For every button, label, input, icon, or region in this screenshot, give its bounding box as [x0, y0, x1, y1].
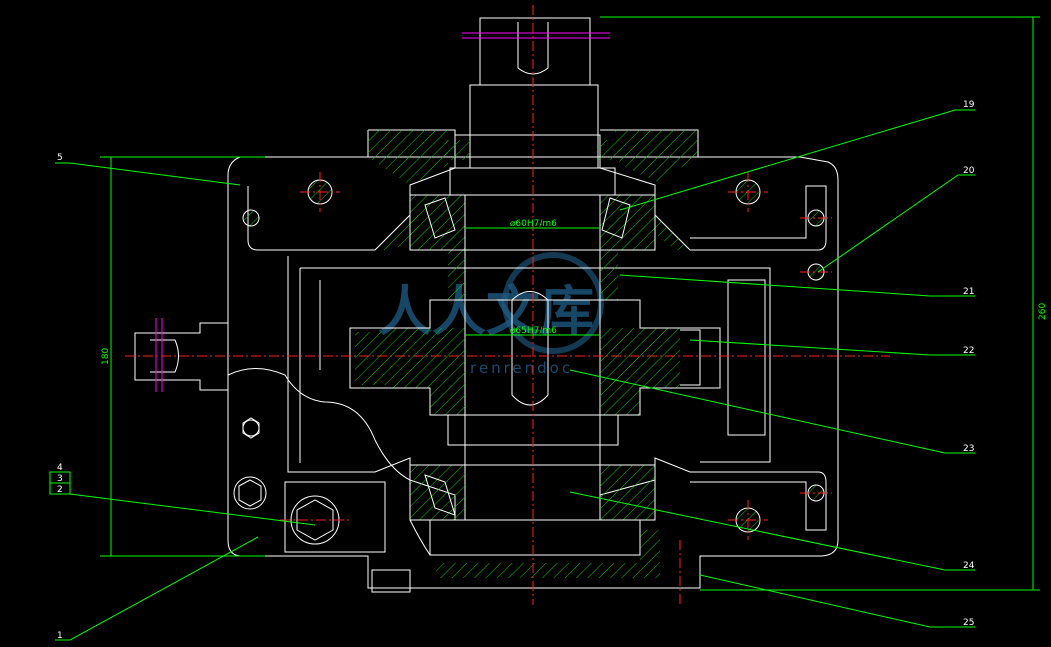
part-labels: 5 19 20 21 22 23 24 25 4 3 2 1	[57, 100, 975, 641]
dim-body-height: 180	[101, 348, 111, 365]
part-label-19: 19	[963, 100, 975, 110]
dim-overall-height: 260	[1038, 303, 1048, 320]
housing	[227, 129, 839, 589]
part-label-3: 3	[57, 474, 63, 484]
dim-bore-lower: ⌀65H7/m6	[510, 326, 557, 336]
leader-lines	[49, 109, 975, 641]
centerlines	[125, 5, 890, 605]
part-label-25: 25	[963, 618, 974, 628]
housing-sections	[368, 130, 698, 578]
part-label-20: 20	[963, 166, 975, 176]
part-label-21: 21	[963, 287, 974, 297]
part-label-23: 23	[963, 444, 974, 454]
part-label-4: 4	[57, 463, 63, 473]
dimension-lines: 260 180 ⌀60H7/m6 ⌀65H7/m6	[100, 16, 1048, 591]
dim-bore-upper: ⌀60H7/m6	[510, 219, 557, 229]
part-label-2: 2	[57, 485, 63, 495]
input-shaft	[134, 318, 229, 392]
gear	[349, 299, 721, 416]
part-label-1: 1	[57, 631, 63, 641]
part-label-24: 24	[963, 561, 975, 571]
break-line	[227, 368, 431, 556]
part-label-5: 5	[57, 153, 63, 163]
upper-bearings	[409, 140, 656, 251]
lower-section	[371, 414, 656, 593]
part-label-22: 22	[963, 346, 974, 356]
watermark-subtext: renrendoc	[470, 359, 573, 377]
